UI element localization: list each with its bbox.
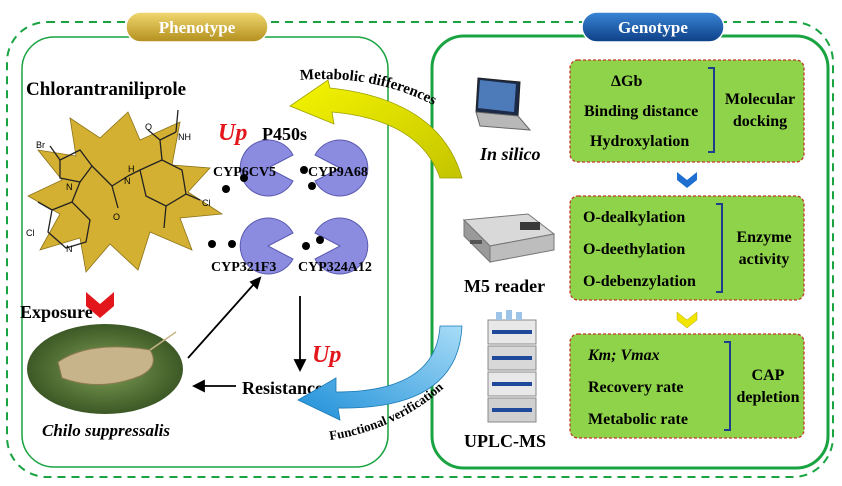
atom-n2: N [66,182,73,192]
substrate-dots [208,166,324,250]
starburst-shape [27,111,224,273]
atom-br: Br [36,140,45,150]
enzyme-cyp9a68 [314,139,369,197]
cyp-label-4: CYP324A12 [298,260,372,275]
panel2-label-line2: activity [739,251,790,268]
functional-verification-arrow [297,325,463,421]
up-label-2: Up [312,342,341,368]
exposure-label: Exposure [20,302,93,322]
cyp-label-2: CYP9A68 [308,165,368,180]
panel2-item-3: O-debenzylation [583,273,696,290]
exposure-chevron-icon [86,292,114,318]
panel1-item-1: ΔGb [611,73,642,90]
panel3-label-line2: depletion [736,389,799,406]
phenotype-badge-text: Phenotype [159,18,236,37]
method-in-silico: In silico [479,144,541,164]
outer-dashed-border [6,21,834,478]
panel1-item-3: Hydroxylation [590,133,689,150]
atom-nh: NH [178,132,191,142]
cyp-label-1: CYP6CV5 [213,165,276,180]
atom-o1: O [145,122,152,132]
molecule-structure [37,109,201,249]
panel-enzyme-activity: O-dealkylation O-deethylation O-debenzyl… [569,195,805,301]
enzyme-cyp6cv5 [239,139,294,197]
atom-cl1: Cl [202,198,211,208]
down-chevron-blue-icon [677,172,697,188]
panel3-item-3: Metabolic rate [588,411,688,428]
compound-name: Chlorantraniliprole [26,79,186,100]
cyp-label-3: CYP321F3 [211,260,276,275]
panel3-item-1: Km; Vmax [587,347,660,364]
moth-image [27,324,183,414]
atom-cl2: Cl [26,228,35,238]
enzyme-cyp321f3 [239,217,294,275]
genotype-badge: Genotype [581,11,725,43]
genotype-badge-text: Genotype [618,18,688,37]
panel3-item-2: Recovery rate [588,379,684,396]
panel-cap-depletion: Km; Vmax Recovery rate Metabolic rate CA… [569,333,805,439]
insect-name: Chilo suppressalis [42,421,170,440]
panel-molecular-docking: ΔGb Binding distance Hydroxylation Molec… [569,59,805,163]
panel2-item-2: O-deethylation [583,241,685,258]
atom-n3: N [66,244,73,254]
panel2-item-1: O-dealkylation [583,209,685,226]
atom-o2: O [113,212,120,222]
flow-arrows [187,276,307,393]
panel1-label-line2: docking [733,113,787,130]
panel1-label-line1: Molecular [725,91,795,108]
p450s-label: P450s [262,124,307,144]
metabolic-differences-arrow [289,79,463,179]
uplc-ms-icon [487,310,537,423]
molecule-atoms: Br NH O H N N O Cl Cl N [26,122,211,254]
panel3-label-line1: CAP [752,367,785,384]
plate-reader-icon [462,213,556,264]
method-uplc-ms: UPLC-MS [464,431,546,451]
panel1-item-2: Binding distance [584,103,698,120]
atom-n1: N [124,176,131,186]
method-m5-reader: M5 reader [464,276,545,296]
atom-h: H [128,164,135,174]
down-chevron-yellow-icon [676,311,698,329]
phenotype-badge: Phenotype [125,11,269,43]
panel2-label-line1: Enzyme [736,229,791,246]
up-label-1: Up [218,120,247,146]
enzyme-cyp324a12 [314,217,369,275]
resistance-label: Resistance [242,378,323,398]
laptop-icon [475,77,532,131]
